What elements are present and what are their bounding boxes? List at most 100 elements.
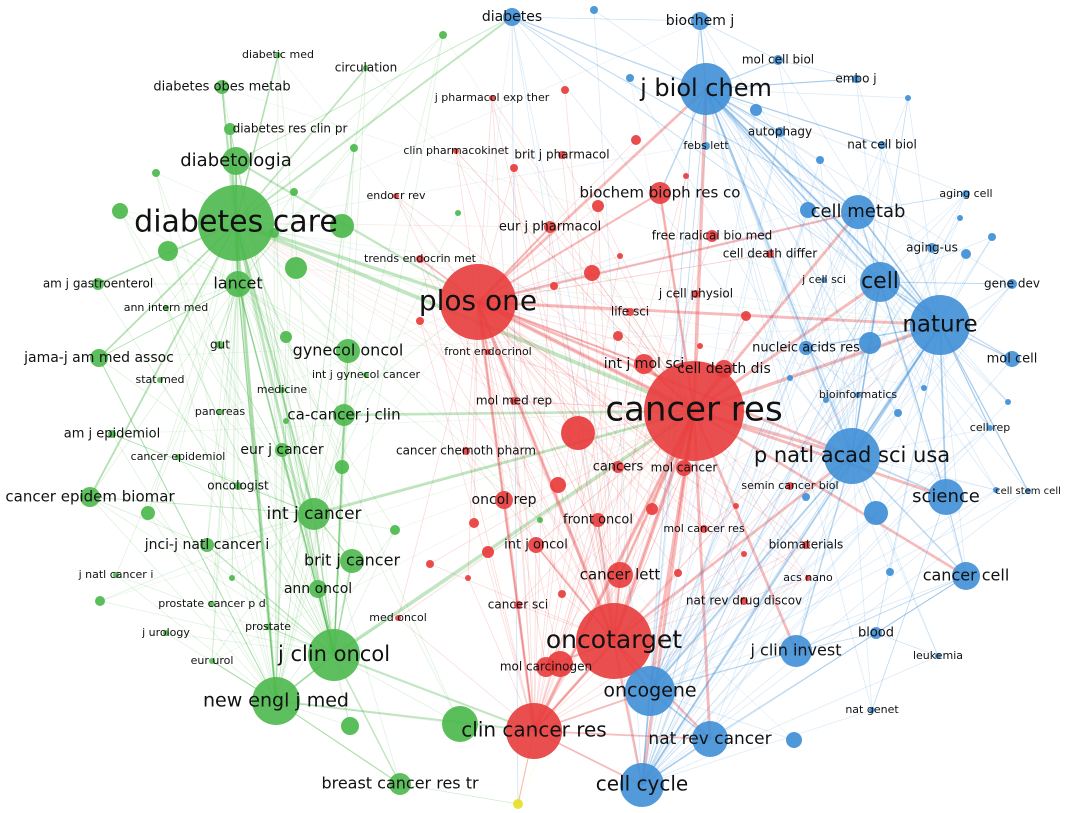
node-diabetes[interactable]	[503, 8, 521, 26]
node-cell-death-differ[interactable]	[766, 250, 774, 258]
node-biomaterials[interactable]	[802, 541, 810, 549]
node-cell-stem-cell[interactable]	[1025, 488, 1031, 494]
node-int-j-oncol[interactable]	[528, 537, 544, 553]
node-endocr-rev[interactable]	[393, 193, 399, 199]
label-med-oncol: med oncol	[369, 611, 427, 624]
node-embo-j[interactable]	[852, 75, 860, 83]
node-mol-cancer-res[interactable]	[700, 525, 708, 533]
node-brit-j-pharmacol[interactable]	[558, 151, 566, 159]
node-life-sci[interactable]	[626, 308, 634, 316]
node-stat-med[interactable]	[157, 377, 163, 383]
node-oncologist[interactable]	[234, 482, 242, 490]
node-semin-cancer-biol[interactable]	[786, 482, 794, 490]
node-medicine[interactable]	[279, 387, 285, 393]
node-nat-cell-biol[interactable]	[878, 141, 886, 149]
node-mol-cell-biol[interactable]	[773, 55, 783, 65]
node-int-j-gynecol-cancer[interactable]	[363, 372, 369, 378]
node-ann-intern-med[interactable]	[163, 305, 169, 311]
node-lancet[interactable]	[225, 271, 251, 297]
node-yellow-node[interactable]	[513, 799, 523, 809]
node-j-natl-cancer-i[interactable]	[113, 572, 119, 578]
node-cancer-chemoth-pharm[interactable]	[462, 447, 470, 455]
node-autophagy[interactable]	[775, 127, 785, 137]
node-cancer-lett[interactable]	[607, 562, 633, 588]
node-trends-endocrin-met[interactable]	[416, 255, 424, 263]
node-ann-oncol[interactable]	[309, 580, 327, 598]
node-nucleic-acids-res[interactable]	[799, 341, 813, 355]
node-am-j-epidemiol[interactable]	[108, 430, 116, 438]
node-j-clin-oncol[interactable]	[308, 629, 360, 681]
node-new-engl-j-med[interactable]	[252, 677, 300, 725]
node-front-oncol[interactable]	[591, 513, 605, 527]
node-j-biol-chem[interactable]	[680, 63, 732, 115]
node-cell-metab[interactable]	[841, 195, 875, 229]
node-aging-us[interactable]	[927, 243, 937, 253]
node-gynecol-oncol[interactable]	[336, 339, 360, 363]
node-cancer-cell[interactable]	[952, 562, 980, 590]
node-mol-cell[interactable]	[1004, 351, 1020, 367]
node-cell-rep[interactable]	[987, 425, 993, 431]
node-cancer-sci[interactable]	[514, 601, 522, 609]
node-nature[interactable]	[910, 295, 970, 355]
node-gene-dev[interactable]	[1007, 279, 1017, 289]
node-oncotarget[interactable]	[576, 603, 652, 679]
node-science[interactable]	[928, 479, 964, 515]
node-prostate[interactable]	[265, 624, 271, 630]
node-jnci[interactable]	[200, 538, 214, 552]
node-cancer-epidemiol[interactable]	[175, 454, 181, 460]
node-diabetes-res-clin-pr[interactable]	[224, 123, 236, 135]
node-jama[interactable]	[90, 349, 108, 367]
node-cell-death-dis[interactable]	[715, 360, 733, 378]
node-j-cell-sci[interactable]	[821, 277, 827, 283]
node-j-pharmacol-exp-ther[interactable]	[489, 95, 495, 101]
node-pancreas[interactable]	[217, 409, 223, 415]
node-j-urology[interactable]	[163, 630, 169, 636]
node-mol-med-rep[interactable]	[510, 397, 518, 405]
node-free-radical-bio-med[interactable]	[706, 230, 718, 242]
node-diabetic-med[interactable]	[275, 52, 281, 58]
node-plos-one[interactable]	[440, 264, 516, 340]
node-acs-nano[interactable]	[805, 575, 811, 581]
node-leukemia[interactable]	[935, 653, 941, 659]
node-cell-cycle[interactable]	[620, 763, 664, 807]
node-biochem-bioph-res-co[interactable]	[649, 182, 671, 204]
node-breast-cancer-res-tr[interactable]	[389, 773, 411, 795]
node-nat-rev-drug-discov[interactable]	[740, 597, 748, 605]
node-oncogene[interactable]	[625, 666, 675, 716]
node-febs-lett[interactable]	[702, 142, 710, 150]
node-cancer-res[interactable]	[644, 361, 744, 461]
node-eur-j-cancer[interactable]	[275, 443, 289, 457]
node-bioinformatics[interactable]	[855, 392, 861, 398]
node-prostate-cancer-p-d[interactable]	[209, 601, 215, 607]
node-nat-rev-cancer[interactable]	[692, 721, 728, 757]
node-mol-carcinogen[interactable]	[536, 657, 556, 677]
node-clin-pharmacokinet[interactable]	[453, 148, 459, 154]
node-ca-cancer-j-clin[interactable]	[333, 404, 355, 426]
node-int-j-mol-sci[interactable]	[634, 354, 654, 374]
node-j-cell-physiol[interactable]	[692, 290, 700, 298]
node-blood[interactable]	[870, 627, 882, 639]
node-eur-j-pharmacol[interactable]	[544, 221, 556, 233]
node-diabetologia[interactable]	[222, 147, 250, 175]
node-eur-urol[interactable]	[209, 658, 215, 664]
node-cell[interactable]	[860, 262, 900, 302]
node-brit-j-cancer[interactable]	[340, 549, 364, 573]
node-clin-cancer-res[interactable]	[506, 703, 562, 759]
node-oncol-rep[interactable]	[495, 491, 513, 509]
node-aging-cell[interactable]	[962, 190, 970, 198]
node-p-natl-acad-sci-usa[interactable]	[824, 428, 880, 484]
node-diabetes-obes-metab[interactable]	[215, 80, 229, 94]
node-j-clin-invest[interactable]	[780, 635, 812, 667]
node-biochem-j[interactable]	[691, 12, 709, 30]
node-circulation[interactable]	[363, 65, 369, 71]
node-cancers[interactable]	[612, 461, 624, 473]
node-cancer-epidem-biomar[interactable]	[80, 487, 100, 507]
node-am-j-gastroenterol[interactable]	[92, 278, 104, 290]
node-int-j-cancer[interactable]	[298, 498, 330, 530]
node-diabetes-care[interactable]	[198, 185, 274, 261]
node-nat-genet[interactable]	[869, 707, 875, 713]
node-mol-cancer[interactable]	[676, 460, 692, 476]
node-front-endocrinol[interactable]	[485, 349, 491, 355]
node-med-oncol[interactable]	[395, 615, 401, 621]
node-gut[interactable]	[216, 341, 224, 349]
